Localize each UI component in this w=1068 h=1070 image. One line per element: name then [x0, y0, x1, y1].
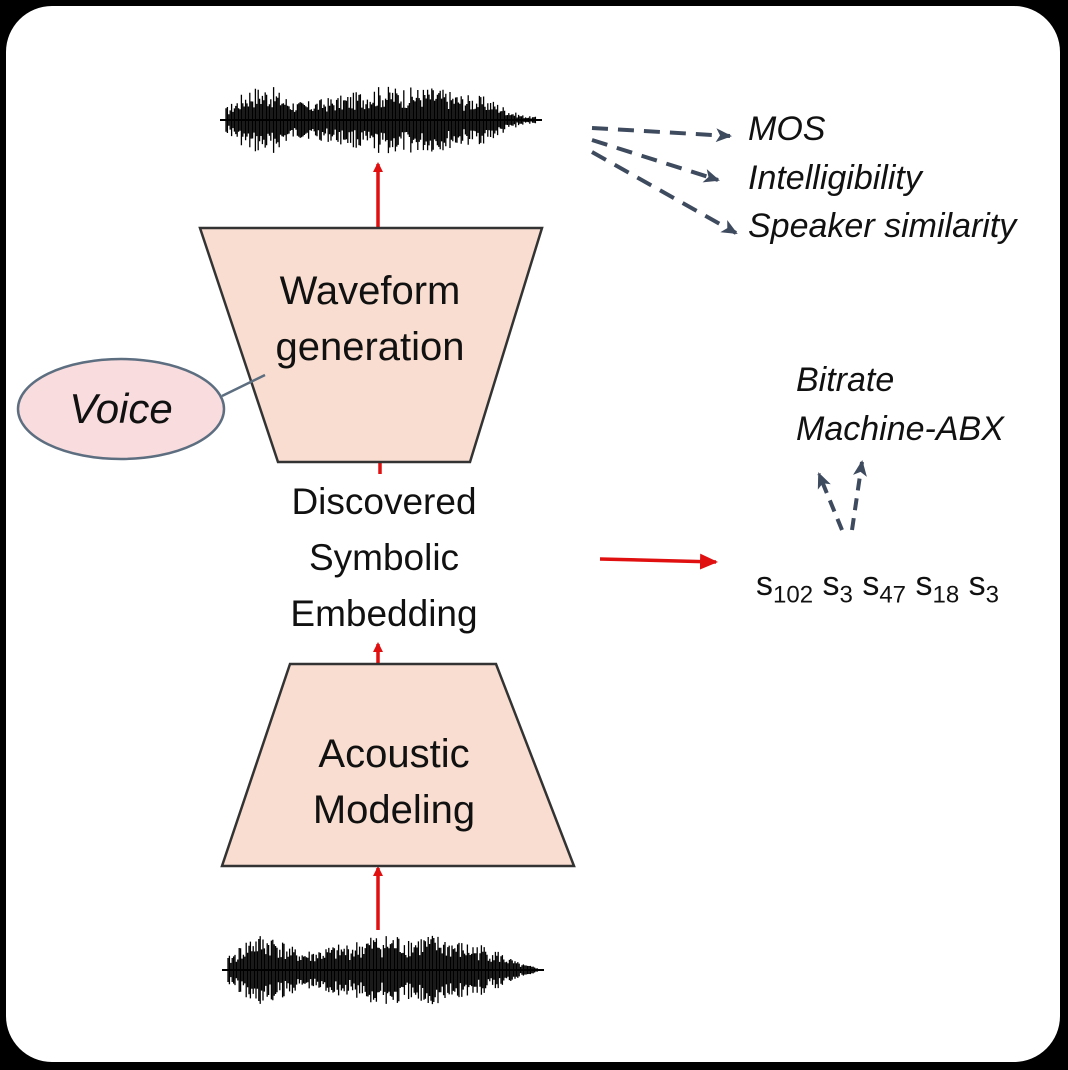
- mos-eval-arrow: [591, 126, 732, 143]
- voice-connector: [221, 373, 266, 398]
- output-waveform: [220, 86, 542, 154]
- symbol-token: s47: [862, 565, 907, 609]
- diagram-frame: [6, 6, 1060, 1062]
- symbol-token: s3: [822, 565, 853, 609]
- abx-eval-arrow: [850, 460, 867, 531]
- voice-label: Voice: [69, 385, 173, 432]
- symbol-token: s3: [968, 565, 999, 609]
- metric-mos: MOS: [748, 110, 826, 148]
- bitrate-eval-arrow: [817, 472, 844, 531]
- embedding-to-symbols-arrow: [599, 553, 718, 570]
- intelligibility-eval-arrow: [591, 138, 720, 183]
- input-waveform: [222, 935, 544, 1005]
- waveform-generation-label: Waveform generation: [275, 269, 465, 369]
- symbol-sequence: s102 s3 s47 s18 s3: [756, 565, 999, 610]
- speaker-similarity-eval-arrow: [591, 150, 738, 235]
- metric-machine-abx: Machine-ABX: [796, 410, 1004, 448]
- acoustic-modeling-block: [220, 662, 576, 868]
- metric-intelligibility: Intelligibility: [748, 159, 922, 197]
- waveform-generation-block: [198, 226, 544, 464]
- symbol-token: s102: [756, 565, 814, 609]
- voice-ellipse: [16, 357, 226, 461]
- metric-speaker-similarity: Speaker similarity: [748, 207, 1017, 245]
- embedding-label: Discovered Symbolic Embedding: [290, 481, 478, 634]
- acoustic-modeling-label: Acoustic Modeling: [312, 732, 476, 832]
- symbol-token: s18: [915, 565, 960, 609]
- metric-bitrate: Bitrate: [796, 361, 895, 399]
